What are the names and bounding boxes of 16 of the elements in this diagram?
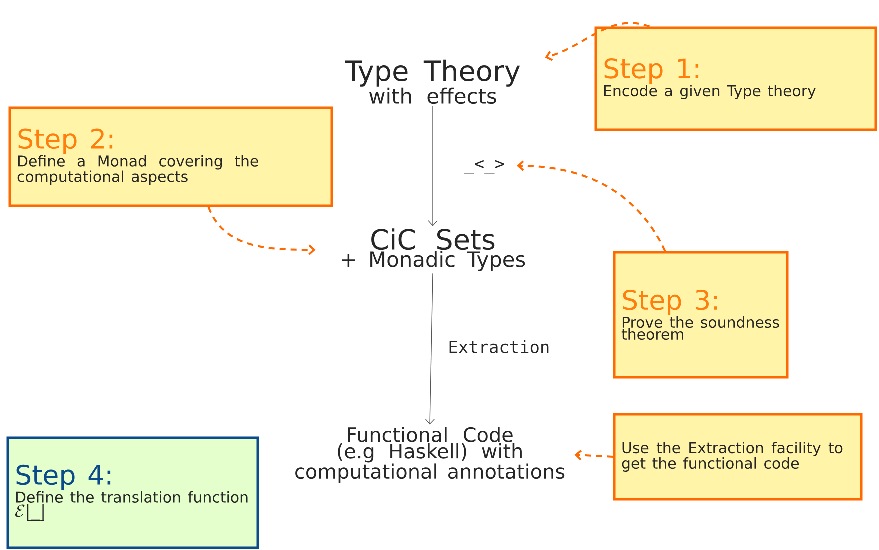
step-box: Step 2: Define a Monad covering the computational aspects bbox=[8, 106, 334, 208]
diagram-text: CiC Sets + Monadic Types bbox=[342, 228, 526, 272]
step-box: Use the Extraction facility to get the functional code bbox=[613, 413, 863, 501]
arrow bbox=[574, 450, 614, 461]
arrow bbox=[517, 160, 666, 252]
edge-label: Extraction bbox=[446, 338, 552, 356]
step-box: Step 4: Define the translation function $\mathcal{E}[\![\_]\!]$ bbox=[6, 436, 260, 550]
diagram-text: Functional Code (e.g Haskell) with computational annotations bbox=[296, 427, 565, 483]
diagram-text: Type Theory with effects bbox=[345, 60, 520, 104]
arrow bbox=[428, 106, 438, 226]
arrow bbox=[208, 206, 316, 256]
step-box: Step 3: Prove the soundness theorem bbox=[613, 251, 789, 379]
arrow bbox=[425, 273, 435, 425]
arrow bbox=[545, 22, 650, 62]
step-box: Step 1: Encode a given Type theory bbox=[594, 26, 878, 132]
edge-label: _<_> bbox=[462, 158, 507, 176]
